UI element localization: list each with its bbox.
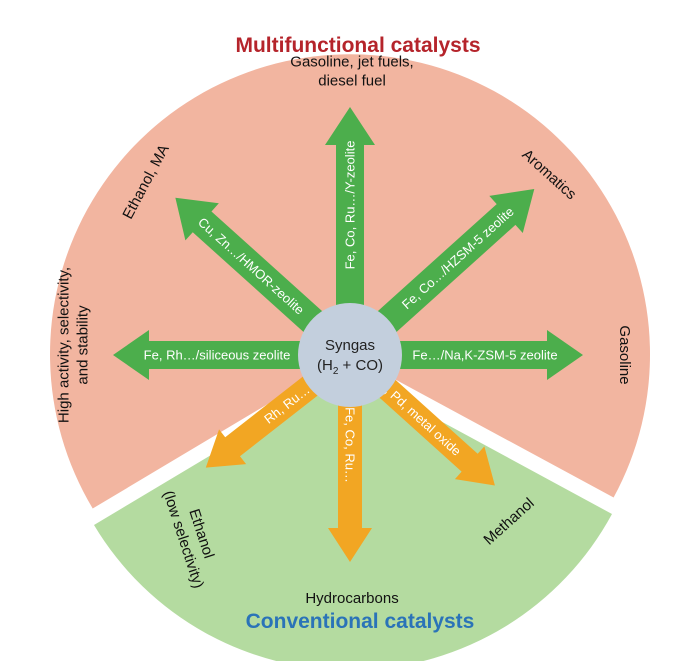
orange-arrow-2: Fe, Co, Ru… [328,395,372,562]
conventional-title: Conventional catalysts [246,610,475,633]
green-arrow-3-shape [390,330,583,380]
orange-product-label-2: Hydrocarbons [305,590,398,607]
green-product-label-1: Gasoline, jet fuels,diesel fuel [290,54,413,90]
orange-arrow-3-shape [371,372,495,486]
syngas-label: Syngas [325,337,375,354]
green-product-label-3: Gasoline [616,325,633,384]
green-product-label-5: High activity, selectivity,and stability [56,267,92,423]
orange-arrow-2-shape [328,395,372,562]
orange-arrow-1-shape [205,370,326,468]
green-arrow-2-shape [370,189,535,339]
green-arrow-5-shape [113,330,310,380]
green-arrow-5: Fe, Rh…/siliceous zeolite [113,330,310,380]
green-arrow-1: Fe, Co, Ru…/Y-zeolite [325,107,375,315]
green-arrow-1-catalyst-label: Fe, Co, Ru…/Y-zeolite [343,141,358,270]
syngas-center-circle [298,303,402,407]
green-arrow-5-catalyst-label: Fe, Rh…/siliceous zeolite [144,348,291,363]
green-arrow-3: Fe…/Na,K-ZSM-5 zeolite [390,330,583,380]
green-arrow-1-shape [325,107,375,315]
green-arrow-3-catalyst-label: Fe…/Na,K-ZSM-5 zeolite [412,348,557,363]
syngas-formula: (H2 + CO) [317,357,383,377]
green-arrow-4-shape [175,197,330,339]
multifunctional-title: Multifunctional catalysts [235,34,480,57]
orange-arrow-2-catalyst-label: Fe, Co, Ru… [343,407,358,483]
